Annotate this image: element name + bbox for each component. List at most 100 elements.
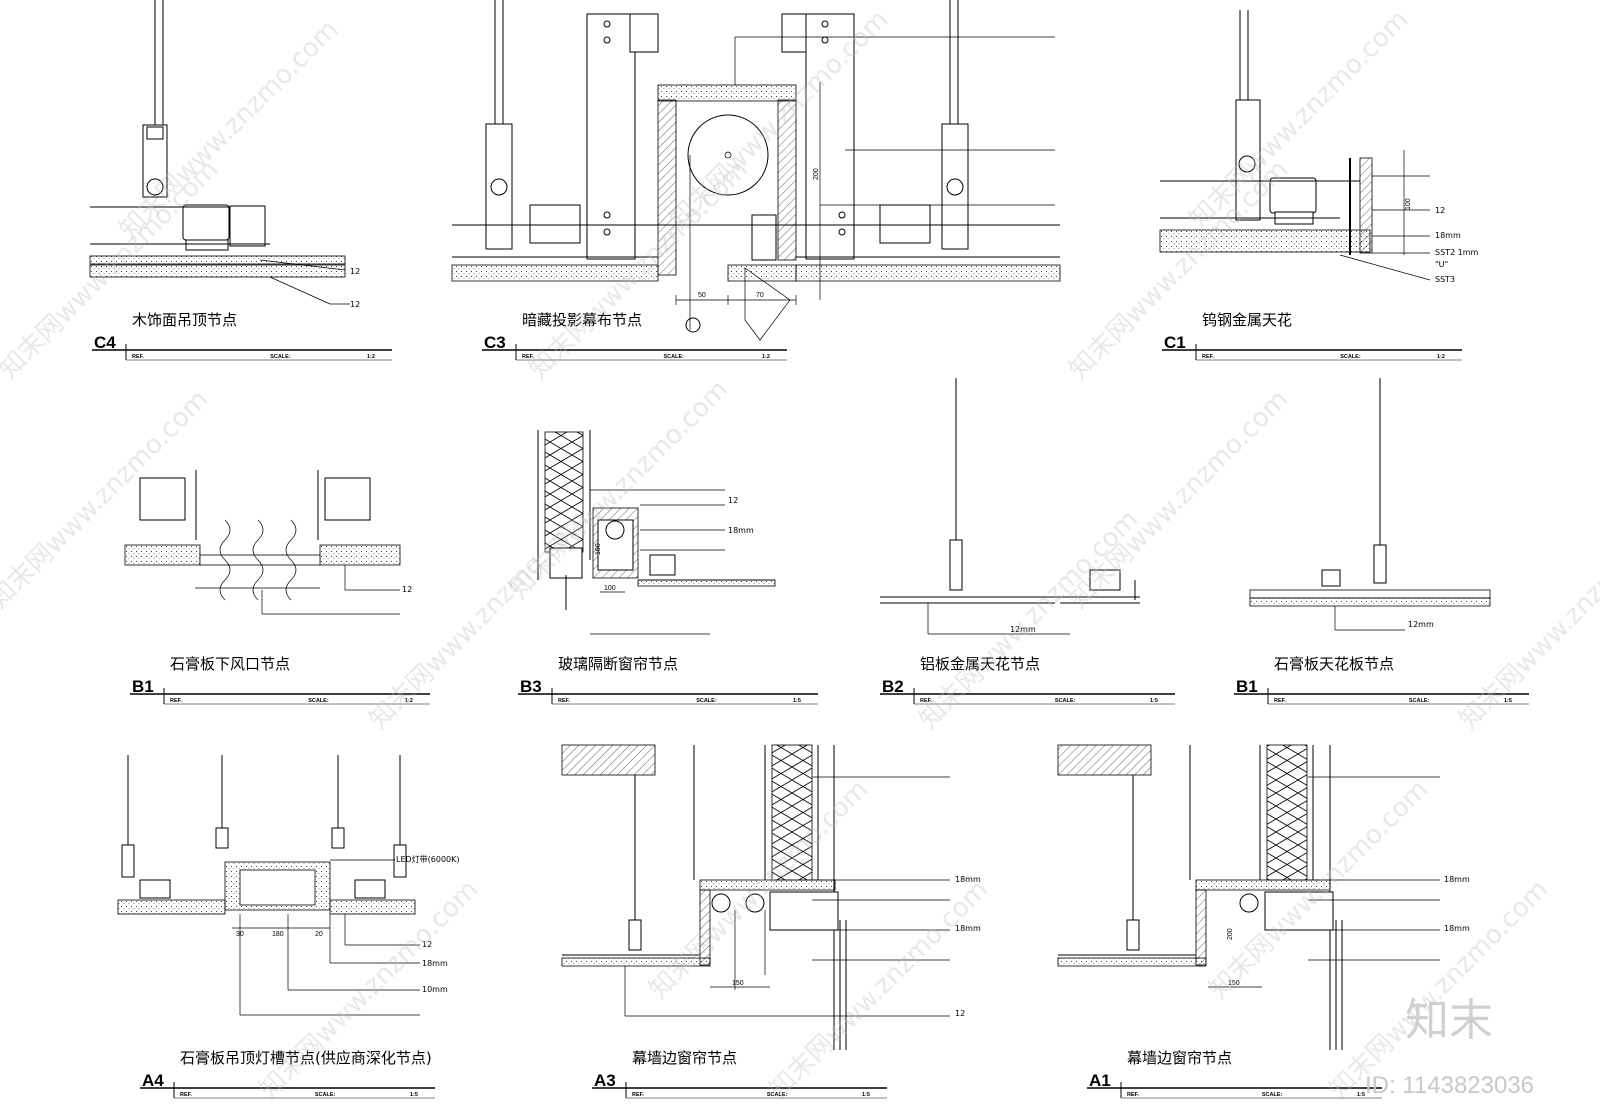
c1-note-1: 12 xyxy=(1435,206,1445,215)
ref-label: REF. xyxy=(522,354,534,360)
ref-label: REF. xyxy=(170,698,182,704)
b1b-note-1: 12mm xyxy=(1408,620,1434,629)
a3-dim-150: 150 xyxy=(732,980,744,987)
c4-note-1: 12 xyxy=(350,267,360,276)
c1-note-3: SST2 1mm xyxy=(1435,248,1479,257)
scale-label: SCALE: xyxy=(1409,698,1430,704)
a4-dim-30: 30 xyxy=(236,931,244,938)
scale-label: SCALE: xyxy=(696,698,717,704)
c3-dim-70: 70 xyxy=(756,292,764,299)
detail-title: 石膏板吊顶灯槽节点(供应商深化节点) xyxy=(180,1049,432,1067)
b3-note-2: 18mm xyxy=(728,526,754,535)
detail-code: B2 xyxy=(882,677,904,696)
detail-code: A1 xyxy=(1089,1071,1111,1090)
a3-note-3: 12 xyxy=(955,1009,965,1018)
detail-code: B3 xyxy=(520,677,542,696)
detail-code: A4 xyxy=(142,1071,164,1090)
ref-label: REF. xyxy=(558,698,570,704)
scale-label: SCALE: xyxy=(664,354,685,360)
scale-label: SCALE: xyxy=(1055,698,1076,704)
scale-value: 1:5 xyxy=(1504,698,1512,704)
a3-note-1: 18mm xyxy=(955,875,981,884)
detail-c4-drawing xyxy=(89,0,350,305)
title-block-9: A1 幕墙边窗帘节点 REF. SCALE: 1:5 xyxy=(1087,1049,1382,1099)
scale-value: 1:5 xyxy=(862,1092,870,1098)
title-block-1: C3 暗藏投影幕布节点 REF. SCALE: 1:2 xyxy=(482,311,787,361)
scale-label: SCALE: xyxy=(1340,354,1361,360)
a4-note-4: 10mm xyxy=(422,985,448,994)
b1a-note-1: 12 xyxy=(402,585,412,594)
scale-value: 1:5 xyxy=(410,1092,418,1098)
detail-title: 幕墙边窗帘节点 xyxy=(1127,1049,1232,1067)
ref-label: REF. xyxy=(132,354,144,360)
scale-label: SCALE: xyxy=(315,1092,336,1098)
title-block-3: B1 石膏板下风口节点 REF. SCALE: 1:2 xyxy=(130,655,430,705)
a4-note-3: 18mm xyxy=(422,959,448,968)
scale-value: 1:5 xyxy=(1357,1092,1365,1098)
a1-dim-200: 200 xyxy=(1227,928,1234,940)
detail-code: B1 xyxy=(132,677,154,696)
detail-title: 铝板金属天花节点 xyxy=(920,655,1040,673)
detail-b1a-drawing xyxy=(124,470,401,615)
title-block-7: A4 石膏板吊顶灯槽节点(供应商深化节点) REF. SCALE: 1:5 xyxy=(140,1049,435,1099)
c1-note-5: SST3 xyxy=(1435,275,1455,284)
title-block-5: B2 铝板金属天花节点 REF. SCALE: 1:5 xyxy=(880,655,1175,705)
a1-note-1: 18mm xyxy=(1444,875,1470,884)
a1-dim-150: 150 xyxy=(1228,980,1240,987)
c1-dim-100: 100 xyxy=(1405,198,1412,210)
scale-value: 1:2 xyxy=(367,354,375,360)
detail-c3-drawing xyxy=(451,0,1061,341)
detail-b1b-drawing xyxy=(1249,378,1491,631)
scale-value: 1:2 xyxy=(762,354,770,360)
b3-note-1: 12 xyxy=(728,496,738,505)
detail-code: A3 xyxy=(594,1071,616,1090)
scale-label: SCALE: xyxy=(767,1092,788,1098)
detail-code: C4 xyxy=(94,333,116,352)
detail-title: 石膏板下风口节点 xyxy=(170,655,290,673)
ref-label: REF. xyxy=(920,698,932,704)
detail-code: C1 xyxy=(1164,333,1186,352)
detail-code: C3 xyxy=(484,333,506,352)
watermark-text: 知末网www.znzmo.com xyxy=(914,504,1145,735)
detail-title: 木饰面吊顶节点 xyxy=(132,311,237,329)
detail-title: 钨钢金属天花 xyxy=(1202,311,1292,329)
detail-a3-drawing xyxy=(561,744,950,1050)
scale-label: SCALE: xyxy=(308,698,329,704)
detail-b3-drawing xyxy=(537,430,776,635)
a4-dim-180: 180 xyxy=(272,931,284,938)
title-block-4: B3 玻璃隔断窗帘节点 REF. SCALE: 1:5 xyxy=(518,655,818,705)
detail-a1-drawing xyxy=(1057,744,1440,1050)
a1-note-2: 18mm xyxy=(1444,924,1470,933)
a4-note-2: 12 xyxy=(422,940,432,949)
scale-label: SCALE: xyxy=(1262,1092,1283,1098)
b3-dim-100a: 100 xyxy=(604,585,616,592)
ref-label: REF. xyxy=(180,1092,192,1098)
watermark-id: ID: 1143823036 xyxy=(1365,1072,1534,1099)
scale-value: 1:5 xyxy=(793,698,801,704)
scale-value: 1:5 xyxy=(1150,698,1158,704)
c1-note-2: 18mm xyxy=(1435,231,1461,240)
c3-dim-50: 50 xyxy=(698,292,706,299)
scale-label: SCALE: xyxy=(270,354,291,360)
ref-label: REF. xyxy=(1127,1092,1139,1098)
c1-note-4: "U" xyxy=(1435,260,1448,269)
watermark-text: 知末网www.znzmo.com xyxy=(1324,874,1555,1105)
detail-a4-drawing xyxy=(117,755,420,1016)
detail-title: 暗藏投影幕布节点 xyxy=(522,311,642,329)
watermark-text: 知末网www.znzmo.com xyxy=(1454,504,1600,735)
a4-note-1: LED灯带(6000K) xyxy=(396,854,460,864)
watermark-text: 知末网www.znzmo.com xyxy=(1064,384,1295,615)
c3-dim-200: 200 xyxy=(813,168,820,180)
detail-title: 玻璃隔断窗帘节点 xyxy=(558,655,678,673)
ref-label: REF. xyxy=(632,1092,644,1098)
title-block-0: C4 木饰面吊顶节点 REF. SCALE: 1:2 xyxy=(92,311,392,361)
ref-label: REF. xyxy=(1202,354,1214,360)
a3-note-2: 18mm xyxy=(955,924,981,933)
b3-dim-100b: 100 xyxy=(595,543,602,555)
ref-label: REF. xyxy=(1274,698,1286,704)
scale-value: 1:2 xyxy=(405,698,413,704)
c4-note-2: 12 xyxy=(350,300,360,309)
